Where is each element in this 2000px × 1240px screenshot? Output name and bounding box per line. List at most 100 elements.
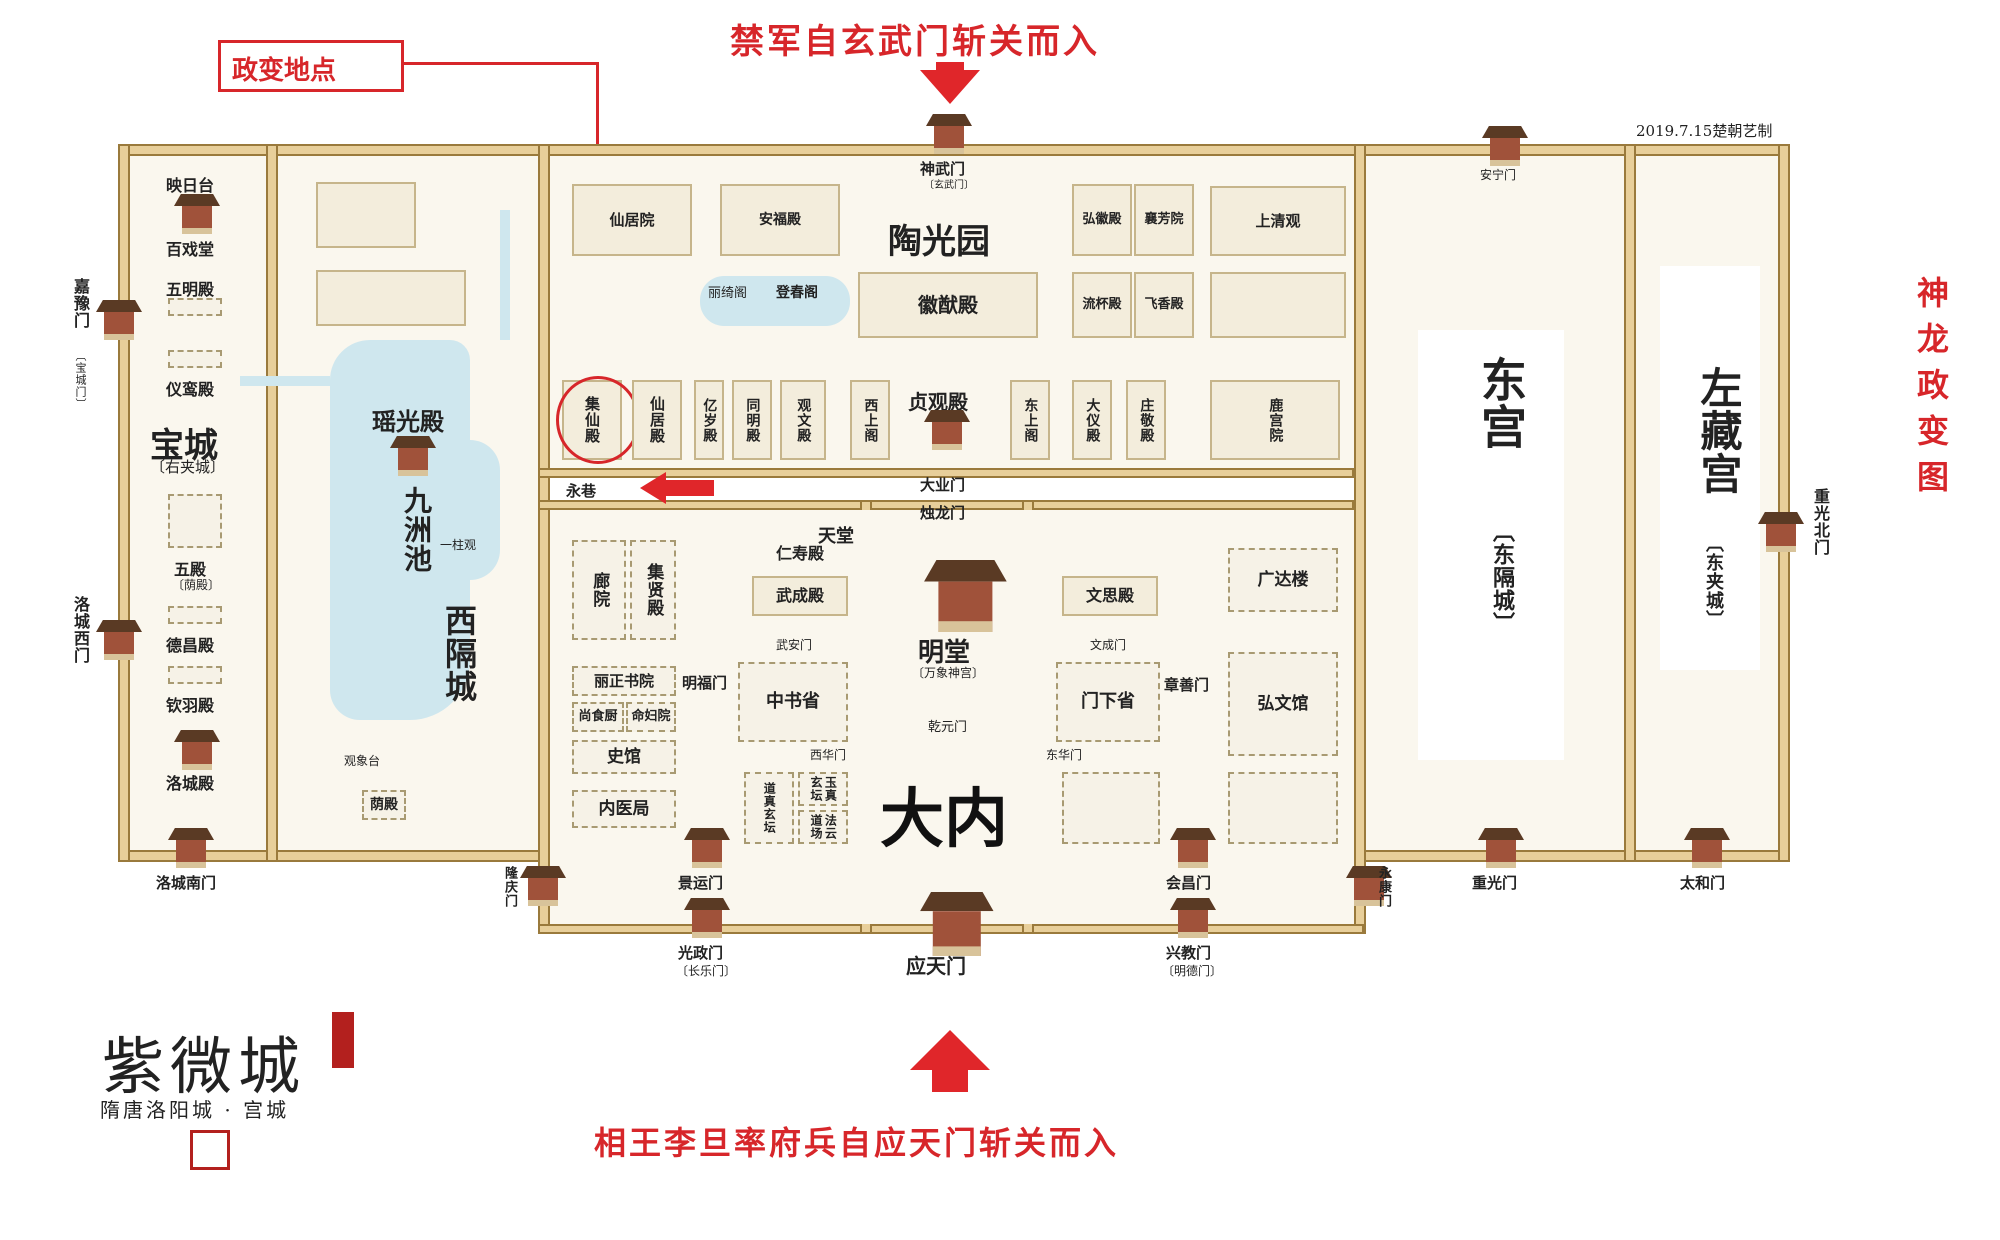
- wall-xige-east: [538, 144, 550, 934]
- zuozang-alt: 〔东夹城〕: [1703, 534, 1724, 629]
- zuozang-title: 左藏宫: [1694, 366, 1743, 495]
- hall-box: [168, 666, 222, 684]
- hall-yisuidian: 亿岁殿: [694, 380, 724, 460]
- hall-yuzhen: 玉真玄坛: [798, 772, 848, 806]
- gate-icon: [1346, 866, 1392, 906]
- logo-subtitle: 隋唐洛阳城 · 宫城: [100, 1098, 290, 1122]
- gate-huichang: 会昌门: [1166, 874, 1212, 892]
- hall-box: [168, 494, 222, 548]
- hall-menxiasheng: 门下省: [1056, 662, 1160, 742]
- gate-shenwu-alt: 〔玄武门〕: [924, 180, 974, 191]
- wall-baocheng-east: [266, 144, 278, 862]
- outer-wall-right: [1778, 144, 1790, 862]
- hall-jiuzhouchi: 九洲池: [400, 486, 433, 573]
- arrow-up-stem: [932, 1068, 968, 1092]
- hall-zhefangdian: 襄芳院: [1134, 184, 1194, 256]
- hall-dongshangge: 东上阁: [1010, 380, 1050, 460]
- hall-guangdalou: 广达楼: [1228, 548, 1338, 612]
- hall-wudian: 五殿: [174, 560, 207, 579]
- gate-zhuolong: 烛龙门: [920, 504, 966, 522]
- hall-wumingdian: 五明殿: [166, 280, 215, 299]
- hall-guanxiangtai: 观象台: [344, 754, 381, 768]
- gate-xihua: 西华门: [810, 748, 847, 762]
- hall-feixiangdian: 飞香殿: [1134, 272, 1194, 338]
- building-icon: [924, 410, 970, 450]
- gate-zhangshan: 章善门: [1164, 676, 1210, 694]
- hall-dengchunge: 登春阁: [776, 285, 818, 301]
- hall-liubeidian: 流杯殿: [1072, 272, 1132, 338]
- coup-location-marker: [556, 376, 640, 464]
- canal-north: [500, 210, 510, 340]
- gate-icon: [1478, 828, 1524, 868]
- gate-qianyuan: 乾元门: [928, 720, 968, 735]
- gate-icon: [1758, 512, 1804, 552]
- gate-jingyun: 景运门: [678, 874, 724, 892]
- hall-renshoudian: 仁寿殿: [776, 544, 825, 563]
- gate-jiayu: 嘉豫门: [71, 278, 90, 329]
- hall-box: [316, 182, 416, 248]
- hall-shangqingguan: 上清观: [1210, 186, 1346, 256]
- jiuzhou-pond-east: [430, 440, 500, 580]
- hall-yaoguangdian: 瑶光殿: [372, 407, 444, 436]
- hall-jixiandian2: 集贤殿: [630, 540, 676, 640]
- gate-shenwu: 神武门: [920, 160, 966, 178]
- hall-wensidian: 文思殿: [1062, 576, 1158, 616]
- hall-box: [168, 606, 222, 624]
- building-icon: [924, 560, 1007, 632]
- gate-icon: [168, 828, 214, 868]
- building-icon: [174, 194, 220, 234]
- gate-daye: 大业门: [920, 476, 966, 494]
- hall-huiyoudian: 徽猷殿: [858, 272, 1038, 338]
- hall-mingtang-alt: 〔万象神宫〕: [912, 666, 985, 680]
- gate-xingjiao: 兴教门: [1166, 944, 1212, 962]
- hall-guanwendian: 观文殿: [780, 380, 826, 460]
- bottom-caption: 相王李旦率府兵自应天门斩关而入: [594, 1124, 1120, 1162]
- gate-taihe: 太和门: [1680, 874, 1726, 892]
- hall-daoshu: 道真玄坛: [744, 772, 794, 844]
- gate-guangzheng: 光政门: [678, 944, 724, 962]
- gate-jiayu-alt: 〔宝城门〕: [74, 350, 87, 410]
- arrow-left-stem: [664, 480, 714, 496]
- hall-tongmingdian: 同明殿: [732, 380, 772, 460]
- hall-zhuangjingdian: 庄敬殿: [1126, 380, 1166, 460]
- hall-yizhuguan: 一柱观: [440, 538, 477, 552]
- gate-mingfu: 明福门: [682, 674, 728, 692]
- arrow-stem: [936, 62, 964, 76]
- hall-box: [168, 298, 222, 316]
- hall-yiluandian: 仪鸾殿: [166, 380, 215, 399]
- gate-icon: [684, 898, 730, 938]
- hall-yindian: 荫殿: [362, 790, 406, 820]
- baocheng-title: 宝城: [150, 426, 218, 466]
- coup-location-label: 政变地点: [232, 56, 337, 86]
- gate-luocheng-south: 洛城南门: [156, 874, 217, 892]
- yongxiang-label: 永巷: [566, 482, 597, 500]
- gate-donghua: 东华门: [1046, 748, 1083, 762]
- wall-zuozang-west: [1624, 144, 1636, 862]
- hall-shiguan: 史馆: [572, 740, 676, 774]
- gate-icon: [1170, 898, 1216, 938]
- gate-anning: 安宁门: [1480, 168, 1517, 182]
- arrow-up-icon: [910, 1030, 990, 1070]
- credit: 2019.7.15楚朝艺制: [1636, 122, 1773, 140]
- gate-guangzheng-alt: 〔长乐门〕: [676, 964, 737, 978]
- gate-icon: [926, 114, 972, 154]
- wall-yongxiang-top: [538, 468, 1354, 478]
- gate-icon: [1482, 126, 1528, 166]
- wall-donggong-west: [1354, 144, 1366, 934]
- hall-box: [1210, 272, 1346, 338]
- gate-luocheng-west: 洛城西门: [71, 596, 90, 664]
- hall-xianju2: 仙居殿: [632, 380, 682, 460]
- hall-taoguangyuan: 陶光园: [888, 222, 990, 262]
- logo-seal-bottom: [190, 1130, 230, 1170]
- logo-seal-top: [332, 1012, 354, 1068]
- hall-qinyudian: 钦羽殿: [166, 696, 215, 715]
- gate-icon: [1170, 828, 1216, 868]
- hall-langyuan: 廊院: [572, 540, 626, 640]
- hall-mingfuchu: 命妇院: [626, 702, 676, 732]
- hall-baixitang: 百戏堂: [166, 240, 215, 259]
- zuozang-block: [1660, 266, 1760, 670]
- hall-xishangge: 西上阁: [850, 380, 890, 460]
- hall-box: [168, 350, 222, 368]
- gate-icon: [520, 866, 566, 906]
- hall-box: [1228, 772, 1338, 844]
